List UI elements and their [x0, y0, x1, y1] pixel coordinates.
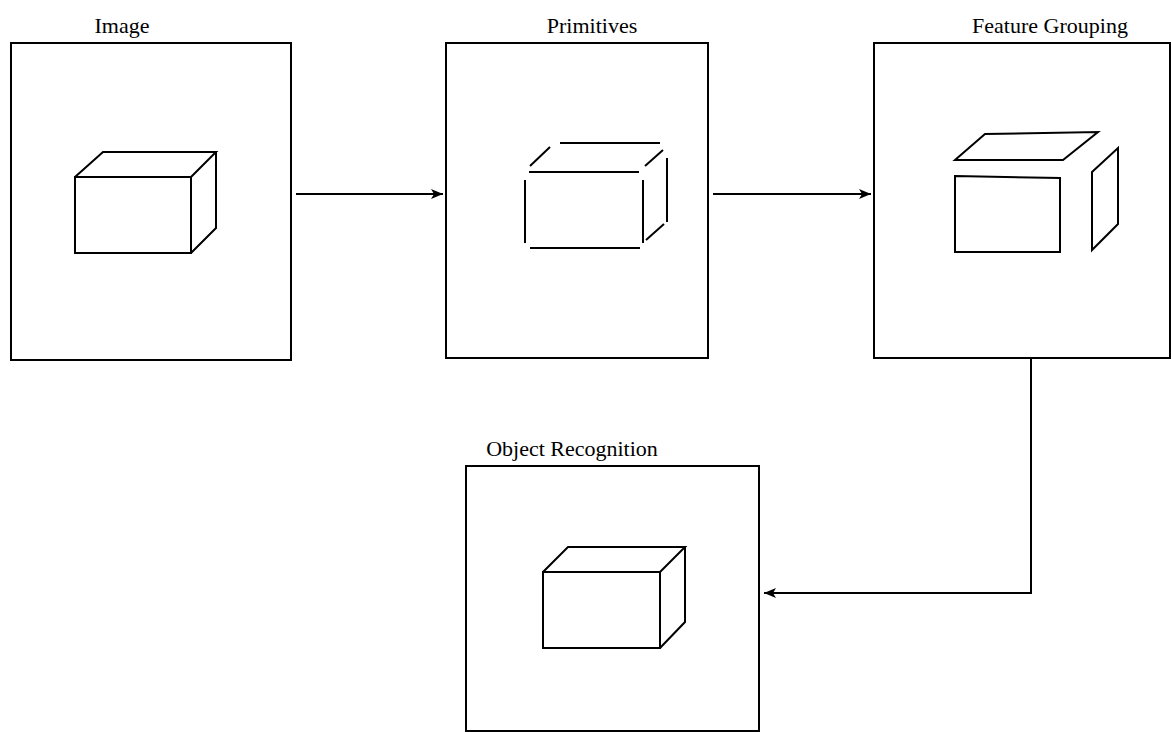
stage-heading: Image: [95, 14, 150, 38]
stage-box: Image: [10, 42, 292, 361]
cube-recognized: [543, 547, 685, 648]
flow-arrow: [764, 359, 1031, 593]
edge-primitives: [525, 143, 667, 248]
stage-box: Primitives: [445, 42, 709, 359]
stage-heading: Primitives: [547, 14, 637, 38]
stage-box: Feature Grouping: [873, 42, 1171, 359]
flow-arrow: [713, 193, 871, 195]
stage-heading: Object Recognition: [486, 437, 658, 461]
flow-arrow: [296, 193, 443, 195]
stage-heading: Feature Grouping: [972, 14, 1128, 38]
stage-box: Object Recognition: [465, 465, 760, 732]
cube-image: [75, 152, 216, 253]
faces-grouped: [955, 132, 1118, 252]
